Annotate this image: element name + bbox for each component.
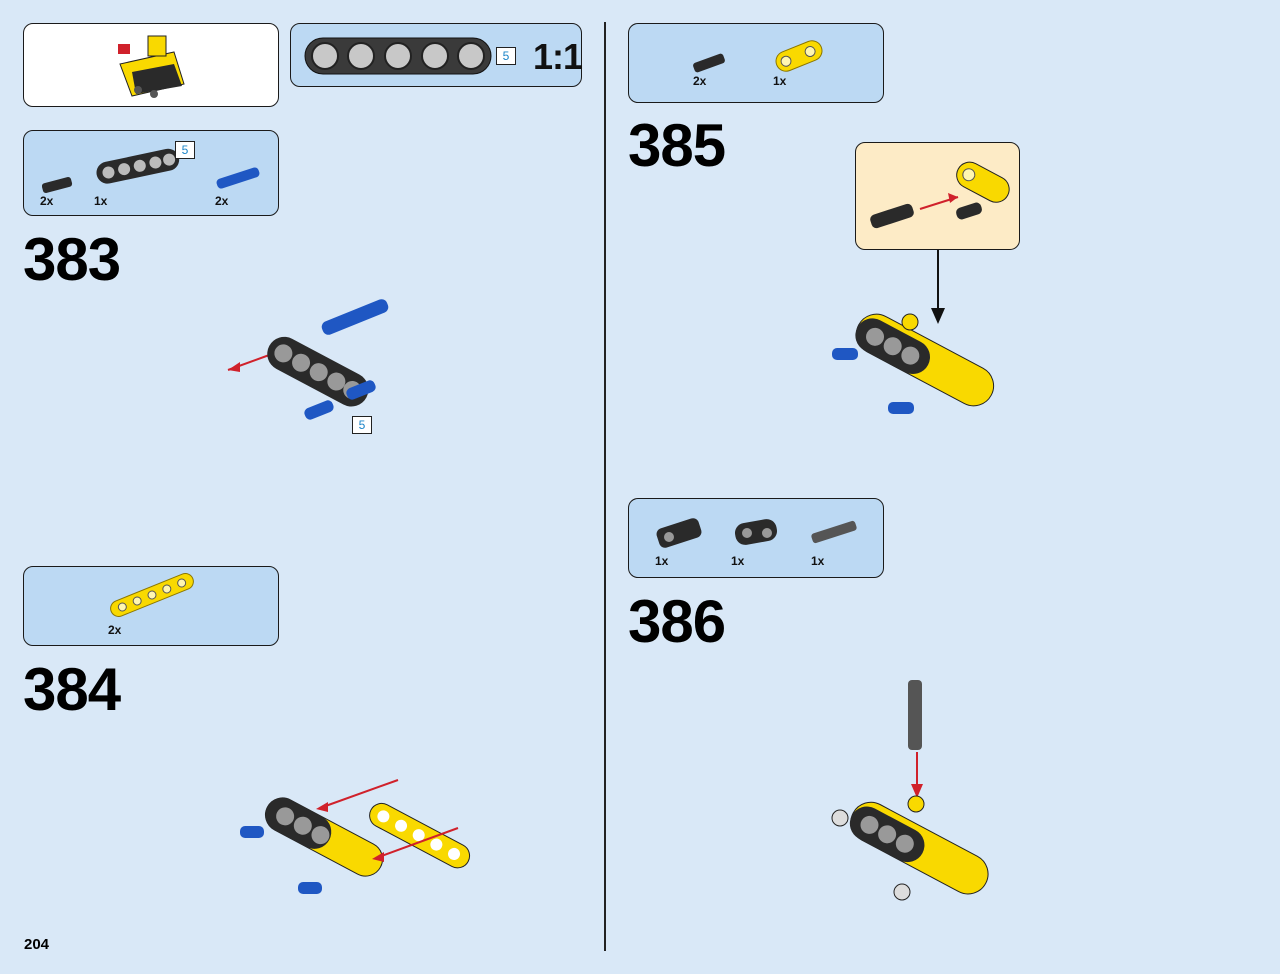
yellow-beam-5-icon xyxy=(110,573,194,617)
part-qty: 1x xyxy=(655,554,669,568)
beam-1to1-image xyxy=(304,37,492,75)
gray-axle-pin-icon xyxy=(811,520,857,544)
column-divider xyxy=(604,22,606,951)
part-qty: 1x xyxy=(773,74,787,88)
step-385-parts-panel: 2x 1x xyxy=(628,23,884,103)
beam-length-badge: 5 xyxy=(352,416,372,434)
part-qty: 1x xyxy=(731,554,745,568)
submodel-preview-image xyxy=(118,35,185,98)
part-qty: 1x xyxy=(811,554,825,568)
step-383-parts-panel: 2x 5 1x 2x xyxy=(23,130,279,216)
step-384-assembly-image xyxy=(240,779,471,894)
arrow-down xyxy=(931,250,945,324)
page-number: 204 xyxy=(24,936,50,953)
step-385-assembly-image xyxy=(832,313,995,414)
step-386-parts-panel: 1x 1x 1x xyxy=(628,498,884,578)
yellow-axle-connector-icon xyxy=(775,40,823,72)
step-385-subassembly-callout xyxy=(855,142,1020,250)
blue-long-pin-icon xyxy=(216,167,260,189)
step-386-assembly-image xyxy=(831,680,989,901)
part-qty: 1x xyxy=(94,194,108,208)
step-383-assembly-image xyxy=(227,299,389,420)
beam-length-badge: 5 xyxy=(175,141,195,159)
beam-length-badge: 5 xyxy=(496,47,516,65)
black-friction-pin-icon xyxy=(41,176,73,194)
part-qty: 2x xyxy=(693,74,707,88)
black-angle-connector-icon xyxy=(734,519,778,545)
black-beam-icon xyxy=(96,148,180,184)
step-384-parts-panel: 2x xyxy=(23,566,279,646)
step-number: 383 xyxy=(23,226,121,293)
step-number: 386 xyxy=(628,588,726,655)
black-connector-block-icon xyxy=(656,518,702,548)
scale-label: 1:1 xyxy=(533,36,583,77)
subassembly-image xyxy=(870,161,1010,229)
submodel-preview-panel xyxy=(23,23,279,107)
black-friction-pin-icon xyxy=(693,53,725,73)
part-qty: 2x xyxy=(108,623,122,637)
part-qty: 2x xyxy=(40,194,54,208)
step-number: 385 xyxy=(628,112,726,179)
scale-callout-panel: 5 1:1 xyxy=(290,23,583,87)
step-number: 384 xyxy=(23,656,121,723)
part-qty: 2x xyxy=(215,194,229,208)
